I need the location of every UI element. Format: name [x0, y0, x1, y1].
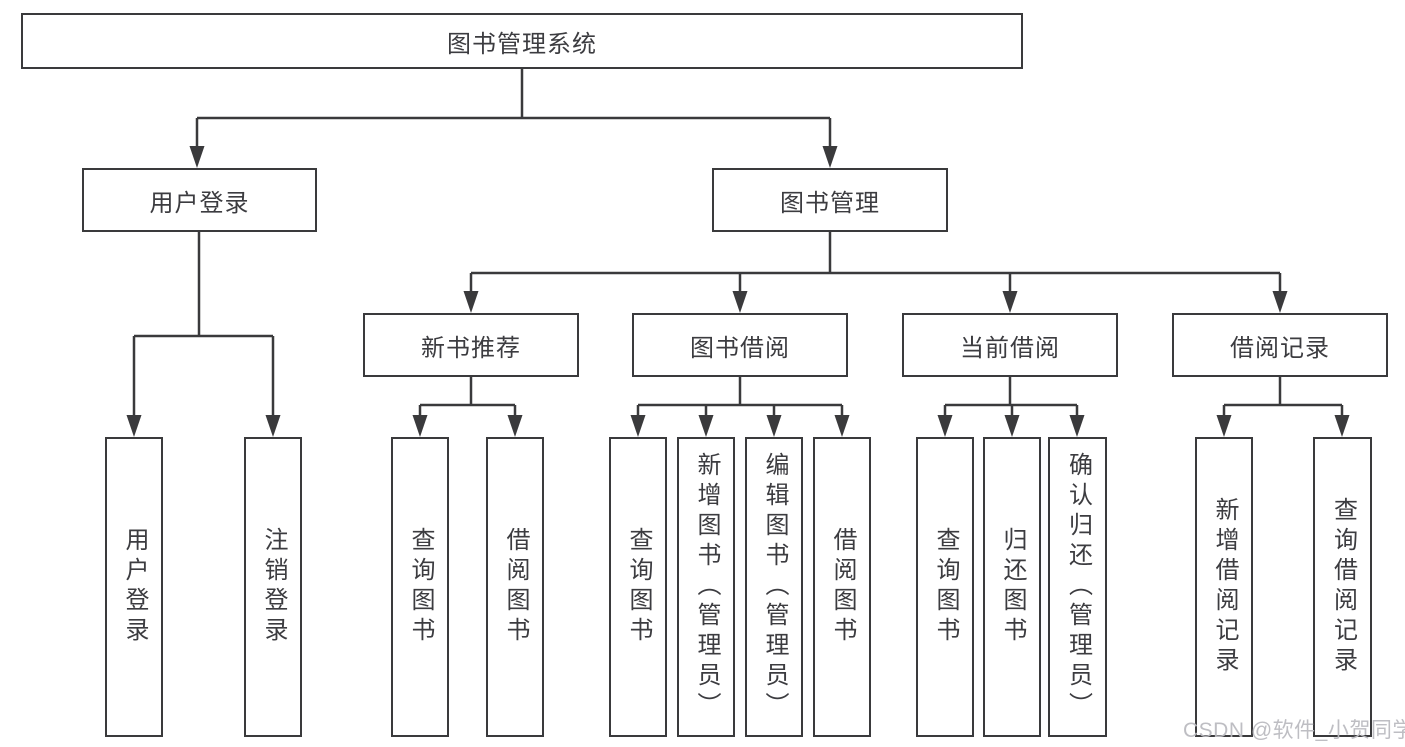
arrow-down-icon [507, 415, 523, 437]
connector-records [1222, 377, 1344, 419]
node-label: 归还图书 [999, 527, 1026, 647]
leaf-logout: 注销登录 [244, 437, 302, 737]
arrow-down-icon [1272, 291, 1288, 313]
node-label: 确认归还（管理员） [1064, 452, 1092, 722]
arrow-down-icon [412, 415, 428, 437]
node-label: 图书管理 [780, 189, 880, 217]
leaf-return-books: 归还图书 [983, 437, 1041, 737]
node-label: 新书推荐 [421, 334, 521, 362]
node-label: 查询图书 [407, 527, 434, 647]
leaf-borrow-books-recommend: 借阅图书 [486, 437, 544, 737]
arrow-down-icons [126, 146, 1350, 437]
leaf-borrow-books-borrowing: 借阅图书 [813, 437, 871, 737]
arrow-down-icon [1069, 415, 1085, 437]
node-library-management-system: 图书管理系统 [21, 13, 1023, 69]
arrow-down-icon [630, 415, 646, 437]
node-label: 用户登录 [149, 189, 250, 217]
node-label: 当前借阅 [960, 334, 1060, 362]
leaf-user-login: 用户登录 [105, 437, 163, 737]
node-label: 查询借阅记录 [1329, 497, 1357, 677]
node-current-borrowing: 当前借阅 [902, 313, 1118, 377]
leaf-query-borrow-record: 查询借阅记录 [1313, 437, 1372, 737]
node-label: 借阅图书 [829, 527, 856, 647]
node-borrow-records: 借阅记录 [1172, 313, 1388, 377]
leaf-add-books-admin: 新增图书（管理员） [677, 437, 735, 737]
arrow-down-icon [126, 415, 142, 437]
node-label: 借阅图书 [502, 527, 529, 647]
connector-new-books [418, 377, 517, 419]
node-book-borrowing: 图书借阅 [632, 313, 848, 377]
node-label: 新增借阅记录 [1211, 497, 1238, 677]
connector-book-mgmt [469, 232, 1282, 295]
arrow-down-icon [189, 146, 205, 168]
csdn-watermark: CSDN @软件_小贺同学 [1183, 719, 1405, 742]
connector-user-login [132, 232, 275, 419]
arrow-down-icon [463, 291, 479, 313]
connector-root [195, 69, 832, 150]
leaf-query-books-borrowing: 查询图书 [609, 437, 667, 737]
node-label: 图书管理系统 [447, 30, 597, 58]
arrow-down-icon [834, 415, 850, 437]
node-label: 借阅记录 [1230, 334, 1330, 362]
arrow-down-icon [1004, 415, 1020, 437]
arrow-down-icon [1216, 415, 1232, 437]
node-label: 查询图书 [932, 527, 959, 647]
leaf-query-books-current: 查询图书 [916, 437, 974, 737]
arrow-down-icon [265, 415, 281, 437]
node-label: 用户登录 [121, 527, 148, 647]
leaf-confirm-return-admin: 确认归还（管理员） [1048, 437, 1107, 737]
arrow-down-icon [822, 146, 838, 168]
node-label: 编辑图书（管理员） [761, 452, 788, 722]
leaf-add-borrow-record: 新增借阅记录 [1195, 437, 1253, 737]
connector-borrowing [636, 377, 844, 419]
arrow-down-icon [732, 291, 748, 313]
node-label: 注销登录 [260, 527, 287, 647]
arrow-down-icon [1002, 291, 1018, 313]
arrow-down-icon [766, 415, 782, 437]
leaf-query-books-recommend: 查询图书 [391, 437, 449, 737]
leaf-edit-books-admin: 编辑图书（管理员） [745, 437, 803, 737]
arrow-down-icon [698, 415, 714, 437]
arrow-down-icon [1334, 415, 1350, 437]
node-label: 查询图书 [625, 527, 652, 647]
node-new-book-recommend: 新书推荐 [363, 313, 579, 377]
node-user-login: 用户登录 [82, 168, 317, 232]
connector-current [943, 377, 1079, 419]
arrow-down-icon [937, 415, 953, 437]
node-label: 图书借阅 [690, 334, 790, 362]
node-book-management: 图书管理 [712, 168, 948, 232]
node-label: 新增图书（管理员） [693, 452, 720, 722]
